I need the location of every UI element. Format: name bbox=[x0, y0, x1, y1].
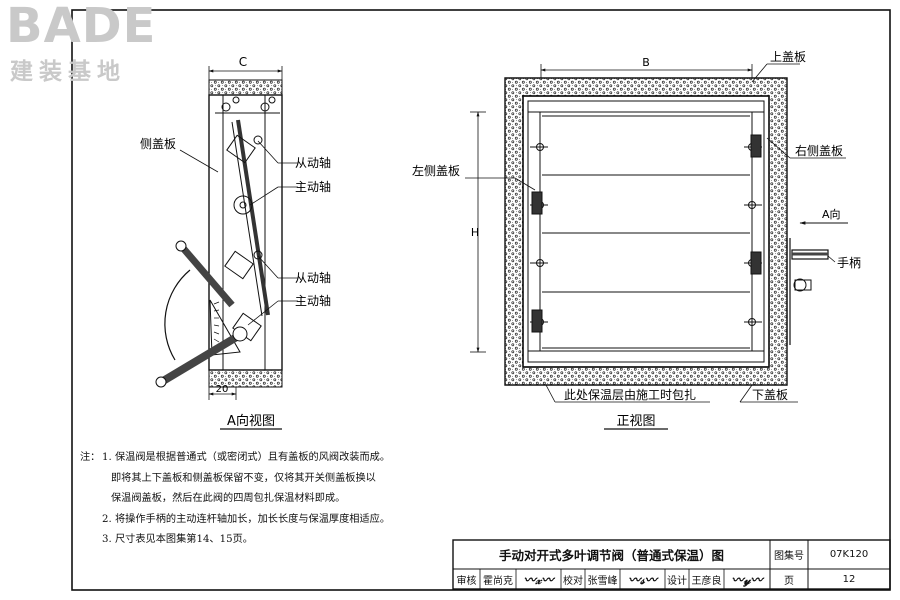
reviewer-name: 霍尚克 bbox=[483, 575, 513, 587]
note-2: 2. 将操作手柄的主动连杆轴加长，加长长度与保温厚度相适应。 bbox=[102, 513, 391, 525]
notes-prefix: 注： bbox=[80, 452, 101, 463]
front-view-drawing bbox=[465, 63, 848, 430]
drawing-title: 手动对开式多叶调节阀（普通式保温）图 bbox=[498, 548, 724, 563]
note-line: 注：1. 保温阀是根据普通式（或密闭式）且有盖板的风阀改装而成。 bbox=[80, 448, 440, 469]
a-view-drawing bbox=[155, 66, 298, 430]
label-top-plate: 上盖板 bbox=[770, 50, 806, 64]
label-left-plate: 左侧盖板 bbox=[412, 163, 460, 178]
front-view-caption: 正视图 bbox=[616, 414, 655, 429]
checker-signature: 〰𝓈〰 bbox=[628, 572, 657, 587]
note-3: 3. 尺寸表见本图集第14、15页。 bbox=[102, 534, 253, 545]
note-line: 3. 尺寸表见本图集第14、15页。 bbox=[80, 530, 440, 551]
note-1-cont-a: 即将其上下盖板和侧盖板保留不变，仅将其开关侧盖板换以 bbox=[111, 472, 376, 484]
page-number: 12 bbox=[842, 573, 856, 585]
sheet-border bbox=[71, 9, 891, 591]
note-1: 1. 保温阀是根据普通式（或密闭式）且有盖板的风阀改装而成。 bbox=[102, 452, 391, 463]
label-a-direction: A向 bbox=[822, 207, 841, 221]
label-handle: 手柄 bbox=[837, 256, 861, 270]
label-bottom-plate: 下盖板 bbox=[752, 388, 788, 402]
note-line: 保温阀盖板，然后在此阀的四周包扎保温材料即成。 bbox=[80, 489, 440, 510]
check-label: 校对 bbox=[563, 575, 583, 587]
note-line: 即将其上下盖板和侧盖板保留不变，仅将其开关侧盖板换以 bbox=[80, 469, 440, 490]
watermark-subtitle: 建装基地 bbox=[10, 59, 126, 85]
label-right-plate: 右侧盖板 bbox=[795, 143, 843, 158]
dim-h-label: H bbox=[471, 226, 479, 239]
designer-name: 王彦良 bbox=[691, 575, 722, 587]
designer-signature: 〰𝓎〰 bbox=[731, 572, 763, 587]
dim-b-label: B bbox=[642, 56, 650, 69]
watermark-logo: BADE 建装基地 bbox=[6, 0, 181, 85]
checker-name: 张雪峰 bbox=[587, 575, 618, 587]
review-label: 审核 bbox=[456, 575, 477, 587]
design-label: 设计 bbox=[667, 575, 687, 587]
a-view-caption: A向视图 bbox=[227, 413, 275, 429]
label-drive-shaft-upper: 主动轴 bbox=[295, 179, 331, 194]
dim-20-label: 20 bbox=[216, 384, 229, 395]
page-label: 页 bbox=[784, 575, 794, 587]
note-1-cont-b: 保温阀盖板，然后在此阀的四周包扎保温材料即成。 bbox=[111, 493, 346, 504]
label-insulation-note: 此处保温层由施工时包扎 bbox=[564, 388, 696, 402]
title-block: 手动对开式多叶调节阀（普通式保温）图 图集号 07K120 审核 霍尚克 〰𝓍〰… bbox=[453, 540, 890, 589]
atlas-no-label: 图集号 bbox=[774, 551, 804, 562]
title-block-grid bbox=[452, 539, 891, 590]
label-driven-shaft-lower: 从动轴 bbox=[295, 270, 331, 285]
label-drive-shaft-lower: 主动轴 bbox=[295, 293, 331, 308]
reviewer-signature: 〰𝓍〰 bbox=[523, 572, 554, 587]
notes-section: 注：1. 保温阀是根据普通式（或密闭式）且有盖板的风阀改装而成。 即将其上下盖板… bbox=[80, 448, 440, 551]
atlas-no-value: 07K120 bbox=[829, 549, 869, 560]
note-line: 2. 将操作手柄的主动连杆轴加长，加长长度与保温厚度相适应。 bbox=[80, 510, 440, 531]
watermark-logo-text: BADE bbox=[6, 0, 157, 54]
label-side-plate: 侧盖板 bbox=[140, 137, 176, 151]
dim-c-label: C bbox=[239, 55, 247, 69]
label-driven-shaft-upper: 从动轴 bbox=[295, 155, 331, 170]
